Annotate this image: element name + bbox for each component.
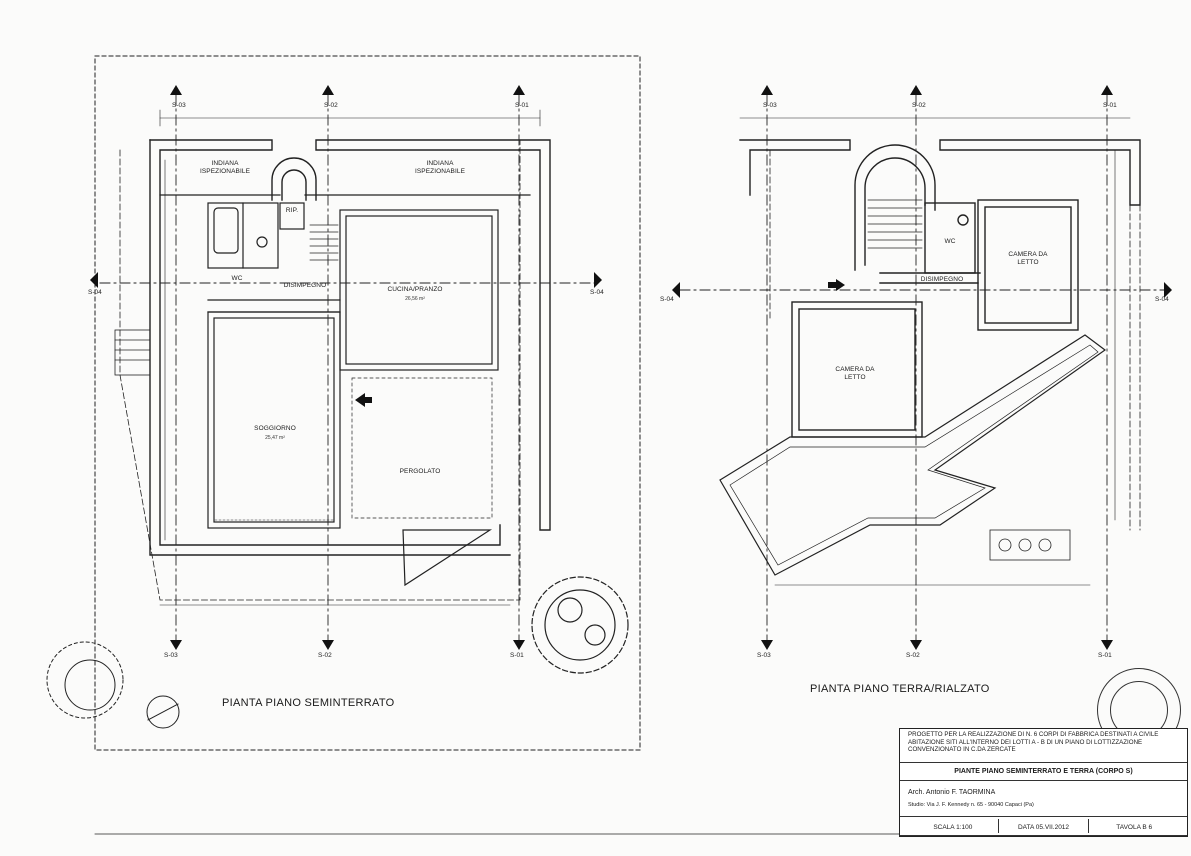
left-section-lines	[99, 94, 601, 641]
left-plan-title: PIANTA PIANO SEMINTERRATO	[222, 697, 395, 709]
title-block-architect: Arch. Antonio F. TAORMINA	[908, 789, 996, 796]
title-block-address: Studio: Via J. F. Kennedy n. 65 - 90040 …	[908, 802, 1034, 808]
section-markers	[90, 85, 1172, 650]
section-label-right-top-1: S-03	[763, 102, 777, 109]
title-block-drawing-title: PIANTE PIANO SEMINTERRATO E TERRA (CORPO…	[900, 763, 1187, 781]
left-site-boundary	[94, 55, 641, 751]
left-dimension-lines	[159, 109, 541, 606]
room-disimpegno2: DISIMPEGNO	[920, 276, 964, 283]
left-outer-walls	[149, 139, 551, 556]
section-label-left-bottom-1: S-03	[164, 652, 178, 659]
section-label-right-bottom-3: S-01	[1098, 652, 1112, 659]
section-label-right-top-3: S-01	[1103, 102, 1117, 109]
section-label-left-bottom-2: S-02	[318, 652, 332, 659]
section-label-left-top-3: S-01	[515, 102, 529, 109]
section-label-left-top-2: S-02	[324, 102, 338, 109]
room-wc2: WC	[944, 238, 956, 245]
left-entrance-arrow	[355, 393, 372, 407]
title-block-footer: SCALA 1:100 DATA 05.VII.2012 TAVOLA B 6	[900, 817, 1187, 836]
right-terrace-outline	[719, 334, 1107, 576]
section-label-right-bottom-1: S-03	[757, 652, 771, 659]
section-label-left-top-1: S-03	[172, 102, 186, 109]
right-stairs	[867, 199, 923, 249]
section-label-right-top-2: S-02	[912, 102, 926, 109]
room-indiana-a: INDIANA ISPEZIONABILE	[199, 160, 251, 175]
room-pergolato: PERGOLATO	[399, 468, 441, 475]
room-camera-a: CAMERA DA LETTO	[835, 366, 875, 381]
title-block-studio: Arch. Antonio F. TAORMINA Studio: Via J.…	[900, 781, 1187, 817]
section-label-right-bottom-2: S-02	[906, 652, 920, 659]
right-outer-walls	[739, 139, 1141, 438]
left-external-stairs	[114, 329, 151, 376]
section-label-left-side-1: S-04	[88, 289, 102, 296]
section-label-left-side-2: S-04	[590, 289, 604, 296]
room-soggiorno: SOGGIORNO	[254, 425, 296, 432]
left-north-arrow	[146, 695, 180, 729]
left-lot-edge	[119, 139, 521, 601]
right-dimension-lines	[739, 117, 1131, 586]
right-lot-edges	[769, 149, 1141, 531]
title-block-scale: SCALA 1:100	[908, 819, 999, 833]
section-label-left-bottom-3: S-01	[510, 652, 524, 659]
room-rip: RIP.	[285, 207, 299, 214]
room-soggiorno-area: 25,47 m²	[265, 435, 285, 441]
right-planter	[989, 529, 1071, 561]
room-disimpegno: DISIMPEGNO	[283, 282, 327, 289]
room-cucina-area: 26,56 m²	[405, 296, 425, 302]
room-camera-b: CAMERA DA LETTO	[1008, 251, 1048, 266]
right-plan-title: PIANTA PIANO TERRA/RIALZATO	[810, 683, 990, 695]
tree-symbol	[531, 576, 629, 674]
title-block-project: PROGETTO PER LA REALIZZAZIONE DI N. 6 CO…	[900, 729, 1187, 763]
room-indiana-b: INDIANA ISPEZIONABILE	[414, 160, 466, 175]
right-section-lines	[679, 94, 1171, 641]
shrub-symbol	[46, 641, 124, 719]
section-label-right-side-2: S-04	[1155, 296, 1169, 303]
right-entrance-arrow	[828, 279, 845, 291]
title-block-date: DATA 05.VII.2012	[999, 819, 1090, 833]
title-block-sheet: TAVOLA B 6	[1116, 824, 1153, 831]
room-cucina: CUCINA/PRANZO	[387, 286, 443, 293]
title-block: PROGETTO PER LA REALIZZAZIONE DI N. 6 CO…	[899, 728, 1188, 837]
left-interior-walls	[159, 194, 531, 587]
section-label-right-side-1: S-04	[660, 296, 674, 303]
room-wc: WC	[231, 275, 243, 282]
